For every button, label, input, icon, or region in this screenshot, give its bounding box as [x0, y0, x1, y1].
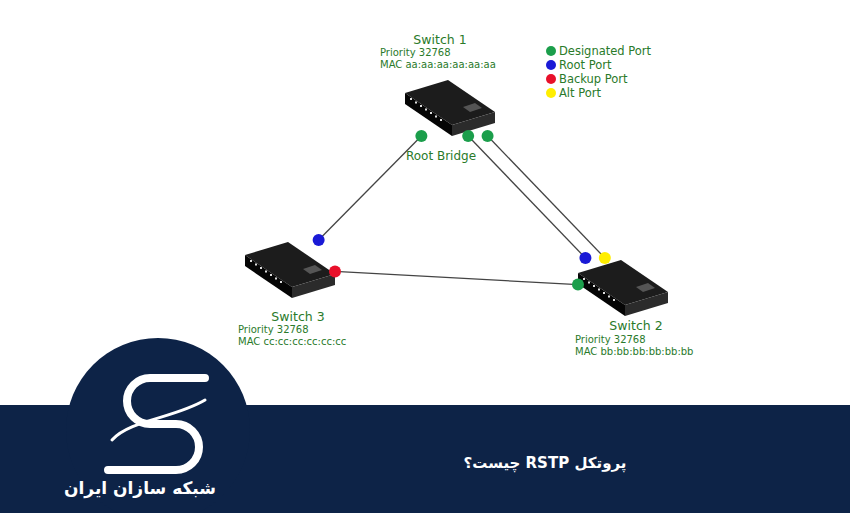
port-dot	[482, 130, 494, 142]
switch-name: Switch 3	[271, 310, 324, 324]
port-dot	[579, 252, 591, 264]
link-cable	[488, 136, 605, 258]
switch-detail: Priority 32768	[238, 324, 309, 335]
port-dot	[313, 234, 325, 246]
switch-icon	[405, 80, 495, 136]
page-title: پروتکل RSTP چیست؟	[464, 454, 627, 472]
legend-text: Root Port	[559, 58, 612, 72]
logo-text: شبکه سازان ایران	[64, 478, 216, 498]
port-dot	[599, 252, 611, 264]
port-dot	[415, 130, 427, 142]
logo-swoosh	[112, 400, 205, 440]
logo-mark	[108, 378, 205, 470]
link-cable	[468, 136, 585, 258]
legend-swatch	[546, 74, 556, 84]
switch-detail: Root Bridge	[406, 150, 476, 163]
switch-node: Switch 2Priority 32768MAC bb:bb:bb:bb:bb…	[578, 258, 668, 316]
switch-icon	[245, 242, 335, 298]
link-cable	[335, 271, 578, 284]
switch-detail: Priority 32768	[380, 47, 451, 58]
switch-name: Switch 1	[413, 33, 466, 47]
legend-text: Designated Port	[559, 44, 651, 58]
switch-detail: MAC bb:bb:bb:bb:bb:bb	[575, 346, 693, 357]
switch-detail: MAC cc:cc:cc:cc:cc:cc	[238, 336, 346, 347]
legend-text: Alt Port	[559, 86, 601, 100]
legend-swatch	[546, 60, 556, 70]
switch-detail: Priority 32768	[575, 334, 646, 345]
port-dot	[462, 130, 474, 142]
switch-detail: MAC aa:aa:aa:aa:aa:aa	[380, 59, 496, 70]
switch-name: Switch 2	[609, 319, 662, 333]
switch-node: Switch 1Priority 32768MAC aa:aa:aa:aa:aa…	[405, 78, 495, 136]
legend-text: Backup Port	[559, 72, 628, 86]
legend-swatch	[546, 88, 556, 98]
port-dot	[329, 265, 341, 277]
switch-node: Switch 3Priority 32768MAC cc:cc:cc:cc:cc…	[245, 240, 335, 298]
port-dot	[572, 279, 584, 291]
switch-icon	[578, 260, 668, 316]
legend-swatch	[546, 46, 556, 56]
